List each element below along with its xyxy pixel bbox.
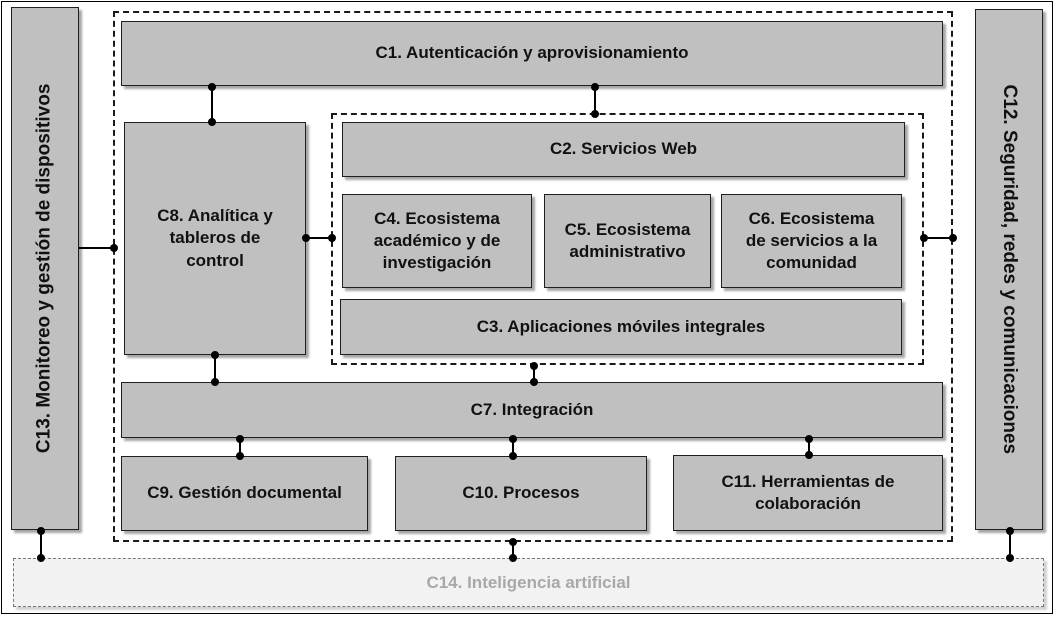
connector-c1-services xyxy=(591,83,599,118)
c2-web-services: C2. Servicios Web xyxy=(342,122,905,177)
connector-services-c12 xyxy=(920,234,957,242)
c14-artificial-intelligence: C14. Inteligencia artificial xyxy=(13,558,1044,607)
c10-processes: C10. Procesos xyxy=(395,456,647,531)
c10-label: C10. Procesos xyxy=(462,483,580,503)
connector-c12-c14 xyxy=(1006,527,1014,562)
c5-administrative-ecosystem: C5. Ecosistema administrativo xyxy=(544,194,711,288)
c1-authentication: C1. Autenticación y aprovisionamiento xyxy=(121,21,943,86)
connector-c13-c14 xyxy=(37,527,45,562)
c9-document-management: C9. Gestión documental xyxy=(121,456,368,531)
connector-c7-c11 xyxy=(805,435,813,459)
c14-label: C14. Inteligencia artificial xyxy=(426,572,631,592)
c4-label: C4. Ecosistema académico y de investigac… xyxy=(373,208,501,273)
connector-services-c7 xyxy=(530,362,538,386)
connector-c8-c7 xyxy=(211,351,219,386)
connector-core-c14 xyxy=(509,538,517,562)
c8-analytics-dashboards: C8. Analítica y tableros de control xyxy=(124,122,306,355)
connector-c13-core xyxy=(79,244,118,252)
c5-label: C5. Ecosistema administrativo xyxy=(564,219,691,261)
c6-label: C6. Ecosistema de servicios a la comunid… xyxy=(745,208,878,273)
core-platform-group xyxy=(113,11,953,542)
c7-label: C7. Integración xyxy=(470,399,594,419)
c4-academic-ecosystem: C4. Ecosistema académico y de investigac… xyxy=(342,194,532,288)
c9-label: C9. Gestión documental xyxy=(147,483,342,503)
c11-collaboration-tools: C11. Herramientas de colaboración xyxy=(673,455,943,531)
c6-community-services-ecosystem: C6. Ecosistema de servicios a la comunid… xyxy=(721,194,902,288)
c3-label: C3. Aplicaciones móviles integrales xyxy=(476,316,766,336)
connector-c8-services xyxy=(302,234,336,242)
c8-label: C8. Analítica y tableros de control xyxy=(157,206,273,270)
c1-label: C1. Autenticación y aprovisionamiento xyxy=(375,43,689,63)
c11-label: C11. Herramientas de colaboración xyxy=(721,471,895,513)
c2-label: C2. Servicios Web xyxy=(549,139,698,159)
connector-c7-c9 xyxy=(236,435,244,460)
c7-integration: C7. Integración xyxy=(121,382,943,438)
connector-c1-c8 xyxy=(208,83,216,126)
c3-mobile-apps: C3. Aplicaciones móviles integrales xyxy=(340,299,902,355)
c13-device-monitoring: C13. Monitoreo y gestión de dispositivos xyxy=(11,7,79,530)
connector-c7-c10 xyxy=(509,435,517,460)
c12-security-networks: C12. Seguridad, redes y comunicaciones xyxy=(975,9,1043,530)
